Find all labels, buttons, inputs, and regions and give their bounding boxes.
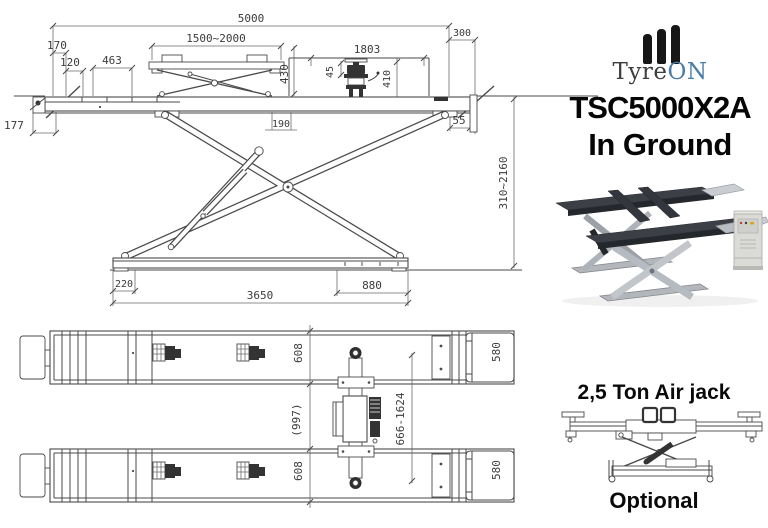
product-model: TSC5000X2A	[569, 90, 751, 125]
dim-170: 170	[47, 39, 67, 52]
dim-ramp-width-bottom: 580	[490, 460, 503, 480]
dim-177: 177	[4, 119, 24, 132]
product-variant: In Ground	[588, 127, 732, 162]
dim-120: 120	[60, 56, 80, 69]
plan-center-beam	[332, 347, 381, 489]
dim-overall-length: 5000	[238, 12, 265, 25]
dim-lift-height: 310~2160	[497, 157, 510, 210]
scissor-mechanism	[121, 110, 458, 261]
dim-45: 45	[325, 66, 336, 78]
accessory-note: Optional	[609, 488, 699, 513]
air-jack-drawing	[561, 406, 763, 483]
dim-55: 55	[452, 114, 465, 127]
accessory-title: 2,5 Ton Air jack	[577, 381, 731, 404]
dim-300: 300	[453, 28, 471, 39]
dim-410: 410	[382, 70, 393, 88]
dim-463: 463	[102, 54, 122, 67]
dim-430: 430	[278, 64, 291, 84]
dim-platform-width-bottom: 608	[292, 461, 305, 481]
dim-190: 190	[272, 119, 290, 130]
tyreon-logo-icon	[643, 24, 685, 64]
dim-880: 880	[362, 279, 382, 292]
brand-on: ON	[667, 59, 708, 85]
dim-ramp-width-top: 580	[490, 342, 503, 362]
dim-jack-travel: 666-1624	[394, 392, 407, 445]
brand-tyre: Tyre	[612, 59, 668, 85]
dim-platform-width-top: 608	[292, 343, 305, 363]
control-cabinet	[733, 210, 763, 270]
dim-base-length: 3650	[247, 289, 274, 302]
brand-wordmark: TyreON	[560, 59, 760, 85]
air-jack-on-platform	[148, 54, 285, 97]
plan-view-drawing: 608 608 580 580 (997) 666-1624	[19, 325, 515, 508]
product-render-image	[555, 183, 768, 307]
side-view-drawing: 5000 300 1500~2000 170 120 463 177 1803 …	[4, 12, 598, 307]
dim-center-ref: (997)	[290, 403, 303, 436]
dim-jack-range: 1500~2000	[186, 32, 246, 45]
dim-1803: 1803	[354, 43, 381, 56]
power-unit	[344, 58, 380, 97]
dim-220: 220	[115, 279, 133, 290]
